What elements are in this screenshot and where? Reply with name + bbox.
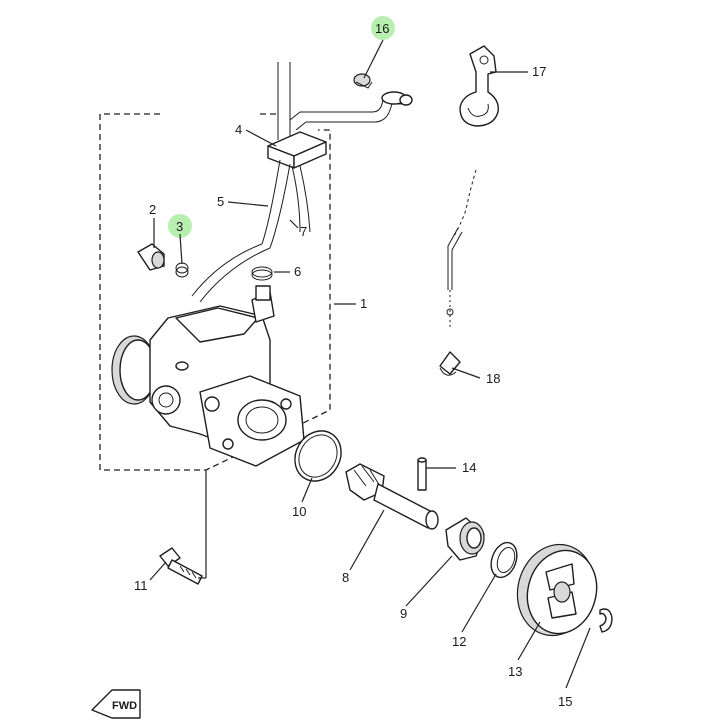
pin-14	[417, 457, 427, 491]
circlip-15	[599, 608, 613, 633]
cap-2	[137, 243, 165, 271]
callout-2: 2	[149, 202, 156, 217]
clip-3	[175, 262, 189, 278]
drive-shaft-8	[345, 463, 439, 530]
callout-4: 4	[235, 122, 242, 137]
callout-15: 15	[558, 694, 572, 709]
callout-5: 5	[217, 194, 224, 209]
callout-14: 14	[462, 460, 476, 475]
cable-holder-17	[459, 45, 499, 127]
callout-12: 12	[452, 634, 466, 649]
cable-18	[439, 169, 477, 376]
oil-pump-body	[111, 285, 305, 467]
leader-lines	[149, 39, 591, 689]
gear-13	[516, 543, 598, 637]
callout-16: 16	[375, 21, 389, 36]
callout-10: 10	[292, 504, 306, 519]
fwd-badge: FWD	[112, 700, 137, 712]
fwd-arrow-icon: FWD	[91, 689, 141, 719]
delivery-pipes	[191, 62, 413, 303]
o-ring-10	[294, 430, 342, 482]
ring-12	[490, 541, 518, 579]
clip-6	[251, 266, 273, 281]
callout-6: 6	[294, 264, 301, 279]
callout-18: 18	[486, 371, 500, 386]
callout-17: 17	[532, 64, 546, 79]
callout-11: 11	[134, 578, 148, 593]
bolt-11	[159, 547, 203, 585]
collar-9	[445, 517, 485, 561]
callout-3: 3	[176, 219, 183, 234]
highlight-3	[168, 214, 192, 238]
callout-1: 1	[360, 296, 367, 311]
callout-8: 8	[342, 570, 349, 585]
callout-9: 9	[400, 606, 407, 621]
highlight-16	[371, 16, 395, 40]
clip-16	[353, 73, 373, 89]
callout-7: 7	[300, 224, 307, 239]
callout-labels: 1 2 3 4 5 6 7 8 9 10 11 12 13 14 15 16 1…	[134, 21, 572, 709]
callout-13: 13	[508, 664, 522, 679]
